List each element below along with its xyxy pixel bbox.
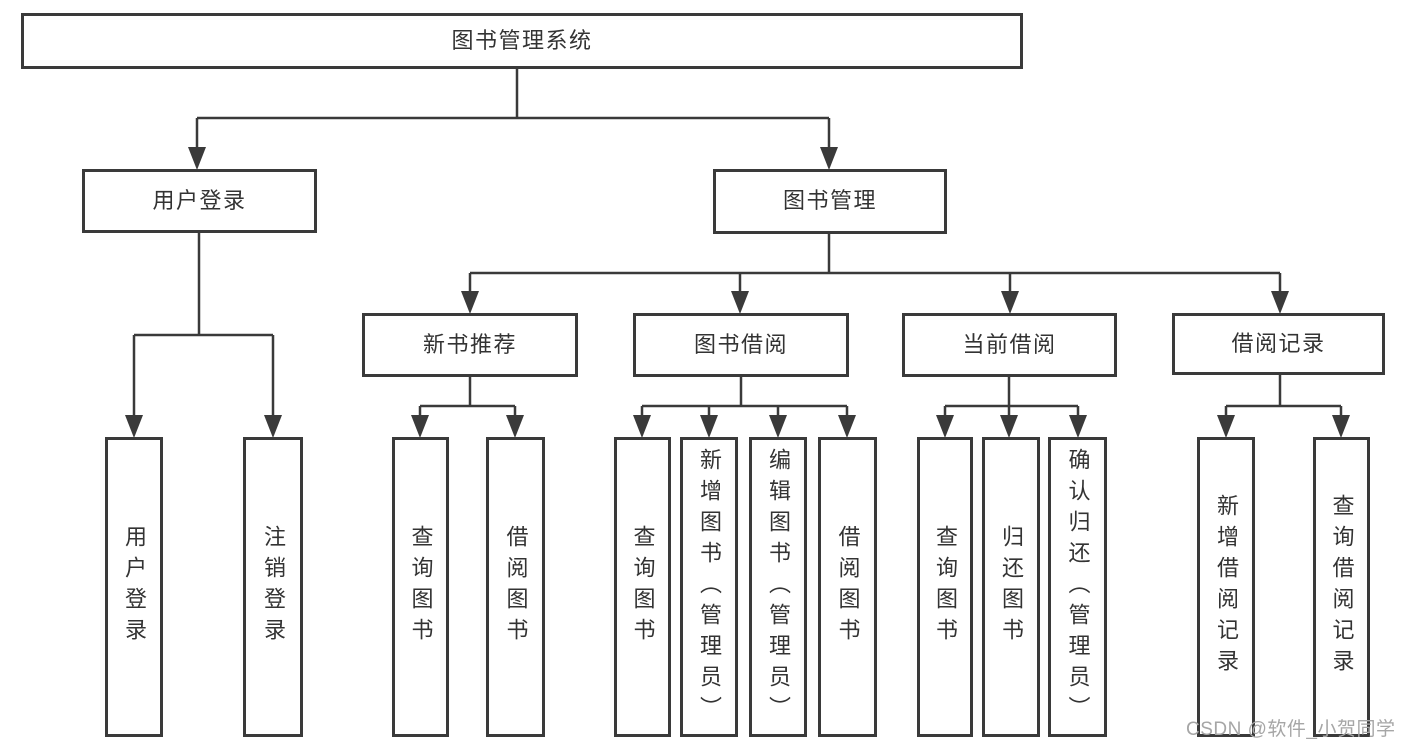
leaf-return-book: 归还图书 bbox=[982, 437, 1040, 737]
connector-paths bbox=[132, 69, 1343, 419]
node-new-book-recommend-label: 新书推荐 bbox=[422, 331, 517, 357]
leaf-add-book-admin-label: 新增图书（管理员） bbox=[697, 447, 722, 727]
leaf-edit-book-admin-label: 编辑图书（管理员） bbox=[766, 447, 791, 727]
leaf-borrow-book-1-label: 借阅图书 bbox=[503, 525, 529, 649]
arrow-icon bbox=[936, 415, 954, 438]
csdn-watermark: CSDN @软件_小贺同学 bbox=[1186, 719, 1396, 740]
leaf-borrow-book-1: 借阅图书 bbox=[486, 437, 545, 737]
node-book-borrowing-label: 图书借阅 bbox=[693, 331, 788, 357]
connector-new-book-children bbox=[418, 377, 517, 419]
leaf-query-book-2: 查询图书 bbox=[614, 437, 671, 737]
arrow-icon bbox=[125, 415, 143, 438]
leaf-borrow-book-2-label: 借阅图书 bbox=[835, 525, 861, 649]
arrow-icon bbox=[1332, 415, 1350, 438]
node-book-borrowing: 图书借阅 bbox=[633, 313, 849, 377]
leaf-edit-book-admin: 编辑图书（管理员） bbox=[749, 437, 807, 737]
node-book-management: 图书管理 bbox=[713, 169, 947, 234]
leaf-query-book-1: 查询图书 bbox=[392, 437, 449, 737]
arrow-icon bbox=[1001, 291, 1019, 314]
arrow-icon bbox=[700, 415, 718, 438]
leaf-add-book-admin: 新增图书（管理员） bbox=[680, 437, 738, 737]
connector-user-login-children bbox=[132, 233, 275, 419]
arrow-icon bbox=[838, 415, 856, 438]
leaf-user-login-label: 用户登录 bbox=[122, 525, 147, 649]
node-borrowing-records: 借阅记录 bbox=[1172, 313, 1385, 375]
node-book-management-label: 图书管理 bbox=[782, 188, 877, 214]
leaf-query-book-1-label: 查询图书 bbox=[408, 525, 434, 649]
leaf-query-borrow-record: 查询借阅记录 bbox=[1313, 437, 1370, 737]
leaf-logout-label: 注销登录 bbox=[261, 525, 286, 649]
arrow-icon bbox=[264, 415, 282, 438]
leaf-return-book-label: 归还图书 bbox=[999, 525, 1024, 649]
connector-current-borrow-children bbox=[943, 377, 1080, 419]
arrow-icon bbox=[820, 147, 838, 170]
arrow-icon bbox=[411, 415, 429, 438]
connector-borrow-records-children bbox=[1224, 375, 1343, 419]
node-user-login: 用户登录 bbox=[82, 169, 317, 233]
node-current-borrowing-label: 当前借阅 bbox=[962, 331, 1057, 357]
leaf-query-book-2-label: 查询图书 bbox=[630, 525, 656, 649]
node-root: 图书管理系统 bbox=[21, 13, 1023, 69]
node-borrowing-records-label: 借阅记录 bbox=[1231, 330, 1326, 356]
leaf-borrow-book-2: 借阅图书 bbox=[818, 437, 877, 737]
arrow-icon bbox=[633, 415, 651, 438]
arrow-icon bbox=[1217, 415, 1235, 438]
leaf-user-login: 用户登录 bbox=[105, 437, 163, 737]
arrow-icon bbox=[1271, 291, 1289, 314]
arrow-icon bbox=[506, 415, 524, 438]
leaf-confirm-return-admin-label: 确认归还（管理员） bbox=[1065, 447, 1091, 727]
leaf-query-book-3: 查询图书 bbox=[917, 437, 973, 737]
leaf-add-borrow-record: 新增借阅记录 bbox=[1197, 437, 1255, 737]
leaf-confirm-return-admin: 确认归还（管理员） bbox=[1048, 437, 1107, 737]
arrow-icon bbox=[1069, 415, 1087, 438]
connector-root-to-level2 bbox=[195, 69, 831, 150]
arrow-icon bbox=[1000, 415, 1018, 438]
leaf-query-book-3-label: 查询图书 bbox=[933, 525, 958, 649]
arrow-icon bbox=[461, 291, 479, 314]
arrowheads bbox=[125, 147, 1350, 438]
node-root-label: 图书管理系统 bbox=[451, 27, 593, 53]
arrow-icon bbox=[731, 291, 749, 314]
node-current-borrowing: 当前借阅 bbox=[902, 313, 1117, 377]
leaf-add-borrow-record-label: 新增借阅记录 bbox=[1214, 494, 1239, 680]
leaf-query-borrow-record-label: 查询借阅记录 bbox=[1329, 494, 1355, 680]
node-user-login-label: 用户登录 bbox=[152, 187, 247, 213]
arrow-icon bbox=[769, 415, 787, 438]
connector-book-borrow-children bbox=[640, 377, 849, 419]
leaf-logout: 注销登录 bbox=[243, 437, 303, 737]
connector-book-management-children bbox=[468, 234, 1282, 295]
arrow-icon bbox=[188, 147, 206, 170]
node-new-book-recommend: 新书推荐 bbox=[362, 313, 578, 377]
